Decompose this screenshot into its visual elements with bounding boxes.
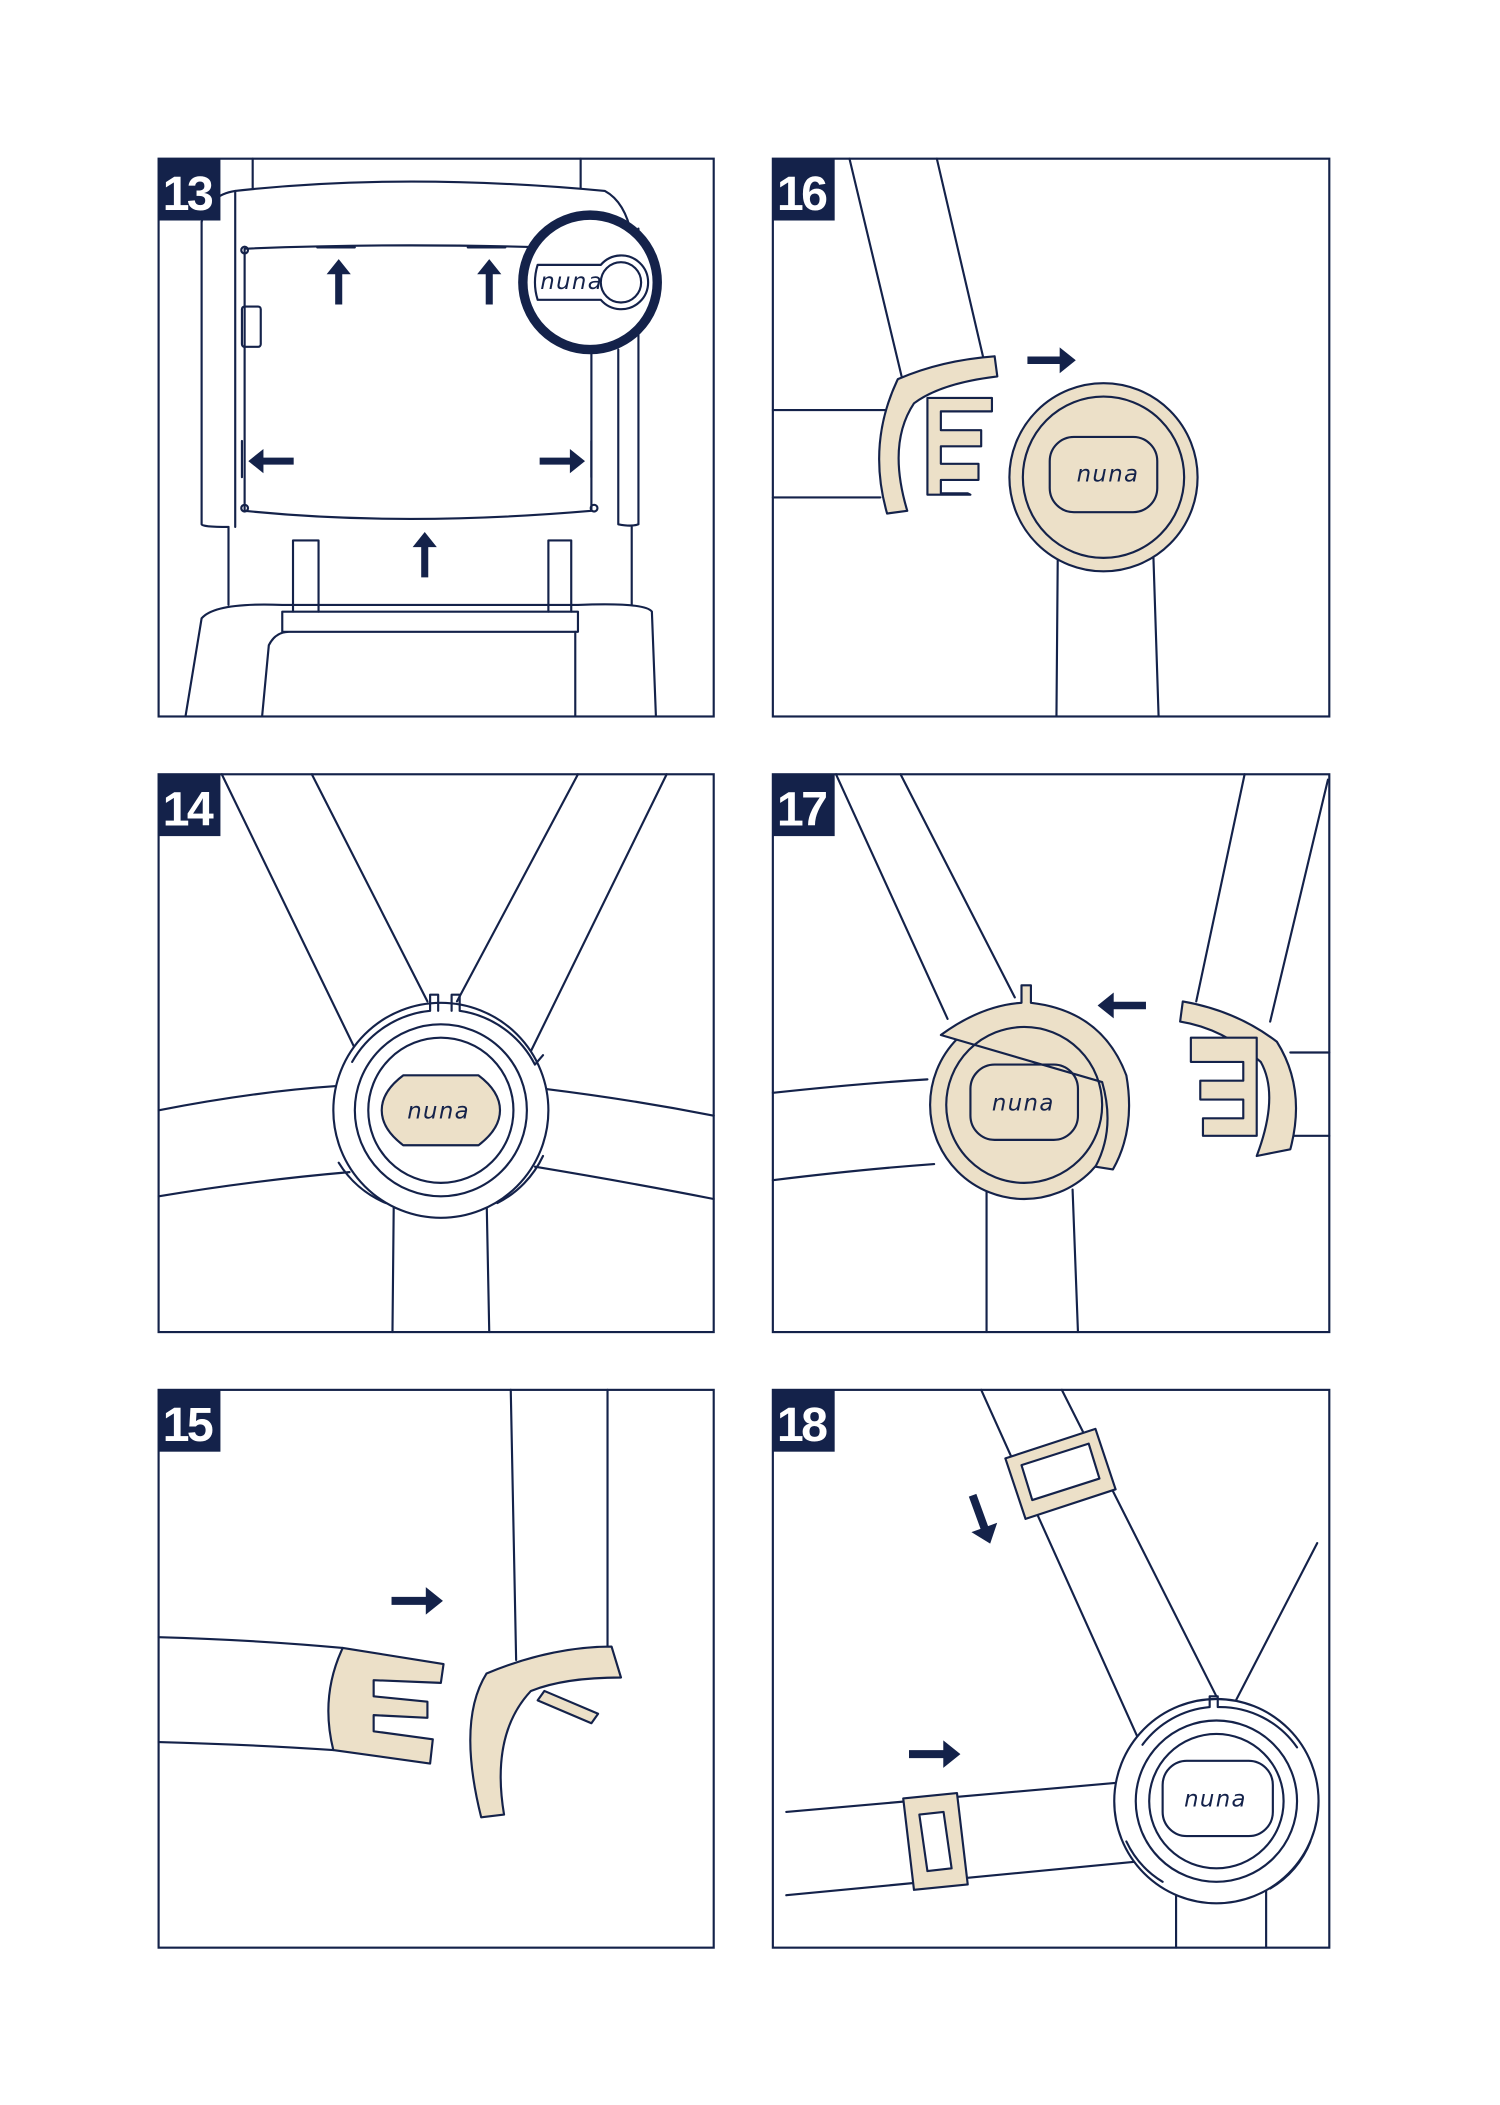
- strap-slider-lower: [902, 1792, 969, 1891]
- arrow-right-icon: [391, 1587, 443, 1615]
- arrow-right-icon: [539, 449, 586, 474]
- nuna-logo: nuna: [540, 269, 603, 295]
- nuna-logo: nuna: [1077, 461, 1140, 487]
- step-number: 17: [777, 782, 826, 836]
- panel-17: nuna 17: [771, 773, 1331, 1334]
- step-number: 15: [163, 1398, 213, 1452]
- step-number: 14: [163, 782, 214, 836]
- arrow-left-icon: [1097, 992, 1146, 1019]
- step-number: 16: [777, 167, 827, 221]
- panel-13: nuna 13: [157, 157, 715, 718]
- step-number: 18: [777, 1398, 827, 1452]
- panel-15: 15: [157, 1388, 715, 1949]
- arrow-up-icon: [326, 259, 351, 305]
- nuna-logo: nuna: [1184, 1787, 1247, 1813]
- arrow-left-icon: [248, 449, 294, 474]
- nuna-logo: nuna: [992, 1090, 1055, 1116]
- arrow-right-icon: [1027, 347, 1076, 374]
- arrow-right-icon: [909, 1740, 961, 1768]
- panel-16: nuna 16: [771, 157, 1331, 718]
- panel-18: nuna 18: [771, 1388, 1331, 1949]
- nuna-logo: nuna: [407, 1098, 470, 1124]
- magnifier-detail: nuna: [518, 210, 662, 355]
- panel-14: nuna 14: [157, 773, 715, 1334]
- step-number: 13: [163, 167, 213, 221]
- arrow-up-icon: [412, 532, 437, 578]
- arrow-down-icon: [959, 1490, 1004, 1549]
- strap-slider-top: [1004, 1427, 1117, 1520]
- arrow-up-icon: [477, 259, 502, 305]
